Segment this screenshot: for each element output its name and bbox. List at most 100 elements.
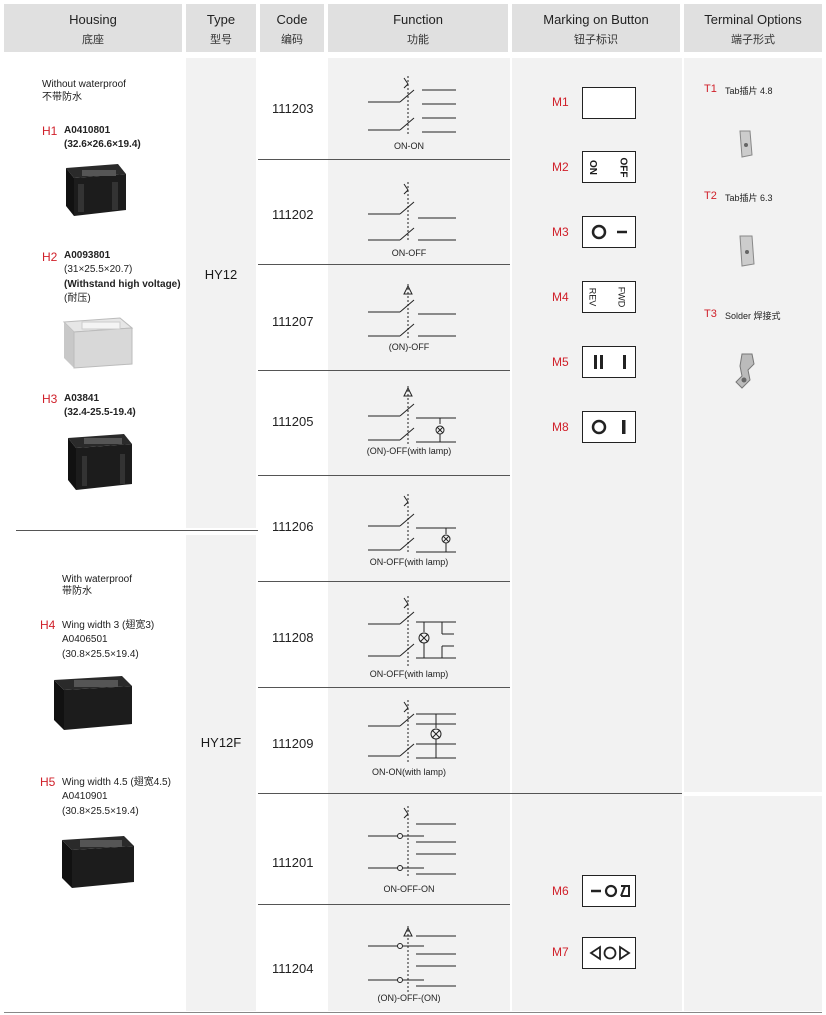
housing-image-h2 [62,317,134,369]
marking-text: REV [587,287,598,307]
housing-label-h1: H1 [42,124,58,138]
switch-diagram-111204 [368,926,456,992]
marking-label-m7: M7 [552,945,569,959]
circle-bar-symbol [591,419,626,435]
marking-label-m1: M1 [552,95,569,109]
header-en: Terminal Options [704,12,802,27]
function-label: (ON)-OFF(with lamp) [366,446,452,456]
header-en: Marking on Button [543,12,649,27]
housing-code-h2: A0093801 [64,250,111,261]
housing-code-h5: A0410901 [62,791,108,802]
marking-label-m2: M2 [552,160,569,174]
group-divider [16,530,258,531]
housing-dims-h1: (32.6×26.6×19.4) [64,139,141,150]
housing-desc-h5: Wing width 4.5 (翅宽4.5) [62,777,171,788]
marking-label-m3: M3 [552,225,569,239]
function-label: ON-ON(with lamp) [371,767,446,777]
terminal-label-t3: T3 [704,308,717,320]
function-label: ON-OFF(with lamp) [369,557,449,567]
switch-diagram-111208 [368,596,456,666]
header-cn: 底座 [82,34,104,46]
marking-label-m4: M4 [552,290,569,304]
marking-m4-rev-fwd: REV FWD [582,281,636,313]
marking-text: OFF [617,157,629,178]
housing-dims-h2: (31×25.5×20.7) [64,264,133,275]
function-label: (ON)-OFF [388,342,430,352]
marking-m8-o-i [582,411,636,443]
circle-dash-symbol [591,224,627,240]
switch-diagram-111209 [368,700,456,764]
marking-column [512,58,682,1011]
marking-m1-blank [582,87,636,119]
housing-code-h1: A0410801 [64,125,111,136]
housing-note-h2: (Withstand high voltage) [64,279,181,290]
header-en: Housing [69,12,117,27]
housing-label-h4: H4 [40,618,56,632]
terminal-desc-t2: Tab插片 6.3 [725,193,773,203]
type-hy12f: HY12F [200,735,242,750]
code-cell: 111203 [272,101,314,116]
row-divider [258,793,682,794]
housing-group1-cn: 不带防水 [42,92,82,103]
housing-image-h4 [54,676,132,730]
housing-note-cn-h2: (耐压) [64,293,91,304]
arrow-o-arrow-symbol [589,945,631,961]
switch-diagram-111207 [368,284,456,340]
housing-dims-h4: (30.8×25.5×19.4) [62,649,139,660]
marking-m7-arrows [582,937,636,969]
row-divider [258,687,510,688]
marking-label-m5: M5 [552,355,569,369]
code-cell: 111207 [272,314,314,329]
row-divider [258,264,510,265]
row-divider [258,370,510,371]
marking-m2-on-off: ON OFF [582,151,636,183]
function-label: ON-OFF(with lamp) [369,669,449,679]
switch-diagram-111206 [368,494,456,554]
housing-group2-en: With waterproof [62,574,133,585]
function-label: (ON)-OFF-(ON) [377,993,441,1003]
housing-dims-h3: (32.4-25.5-19.4) [64,407,136,418]
row-divider [258,475,510,476]
header-housing: Housing 底座 [4,4,182,52]
terminal-t2-image [739,235,755,267]
function-label: ON-OFF [391,248,427,258]
code-cell: 111202 [272,207,314,222]
terminal-label-t2: T2 [704,190,717,202]
row-divider [258,159,510,160]
function-label: ON-ON [394,141,424,151]
row-divider [258,581,510,582]
dash-o-r-symbol [591,884,630,898]
marking-text: FWD [616,286,627,308]
header-en: Type [206,12,236,27]
terminal-t3-image [735,353,755,389]
marking-m5-bars [582,346,636,378]
housing-group2-cn: 带防水 [62,586,92,597]
marking-m3-o-dash [582,216,636,248]
code-cell: 111205 [272,414,314,429]
header-type: Type 型号 [186,4,256,52]
housing-group1-en: Without waterproof [42,79,126,90]
housing-image-h1 [66,164,126,216]
double-bar-symbol [594,355,626,369]
type-hy12: HY12 [204,267,238,282]
code-cell: 111206 [272,519,314,534]
code-cell: 111201 [272,855,314,870]
function-label: ON-OFF-ON [383,884,435,894]
housing-code-h4: A0406501 [62,634,108,645]
housing-image-h5 [62,836,134,888]
header-cn: 型号 [210,34,232,46]
housing-dims-h5: (30.8×25.5×19.4) [62,806,139,817]
switch-diagram-111202 [368,182,456,242]
code-cell: 111209 [272,736,314,751]
function-column [328,58,510,1011]
type-column-bottom [186,535,256,1011]
switch-diagram-111203 [368,76,456,136]
housing-code-h3: A03841 [64,393,100,404]
header-en: Code [276,12,308,27]
code-cell: 111208 [272,630,314,645]
header-cn: 功能 [407,34,429,46]
